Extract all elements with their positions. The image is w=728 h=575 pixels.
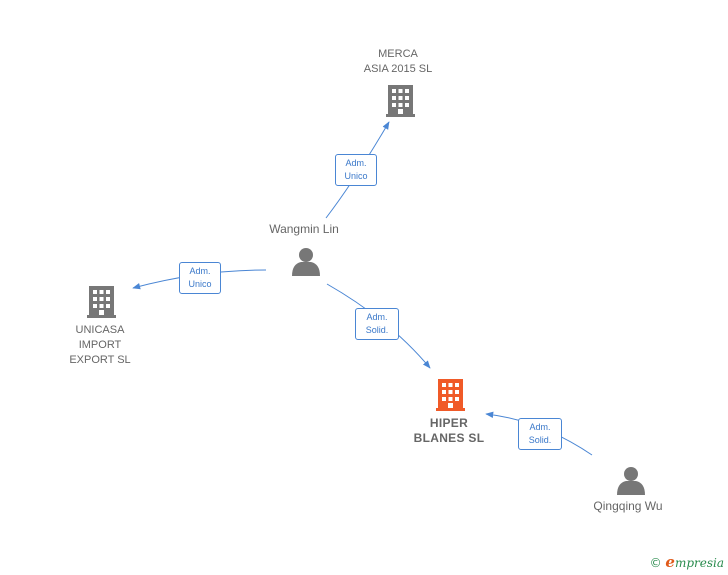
label-line: BLANES SL <box>413 431 485 445</box>
copyright-icon: © <box>649 556 662 570</box>
node-label-unicasa[interactable]: UNICASA IMPORT EXPORT SL <box>50 323 150 368</box>
label-line: IMPORT <box>78 339 122 351</box>
edge-label-wangmin-hiper[interactable]: Adm. Solid. <box>355 308 399 340</box>
edge-label-qingqing-hiper[interactable]: Adm. Solid. <box>518 418 562 450</box>
label-line: HIPER <box>429 416 469 430</box>
building-icon[interactable] <box>436 379 465 411</box>
building-icon[interactable] <box>386 85 415 117</box>
building-icon[interactable] <box>87 286 116 318</box>
edge-label-line: Adm. <box>529 422 551 432</box>
label-line: EXPORT SL <box>69 354 131 366</box>
label-line: Wangmin Lin <box>269 222 339 236</box>
label-line: Qingqing Wu <box>593 499 663 513</box>
person-icon[interactable] <box>292 248 320 276</box>
label-line: MERCA <box>378 48 418 60</box>
node-label-merca[interactable]: MERCA ASIA 2015 SL <box>348 47 448 77</box>
edge-label-wangmin-unicasa[interactable]: Adm. Unico <box>179 262 221 294</box>
brand-initial: e <box>665 553 675 571</box>
brand-footer[interactable]: © empresia <box>650 553 724 571</box>
person-icon[interactable] <box>617 467 645 495</box>
edge-label-line: Solid. <box>365 325 389 335</box>
label-line: UNICASA <box>75 324 125 336</box>
brand-name: mpresia <box>674 556 724 570</box>
node-label-qingqing[interactable]: Qingqing Wu <box>578 499 678 514</box>
edge-label-line: Solid. <box>528 435 552 445</box>
edge-label-line: Unico <box>188 279 212 289</box>
edge-label-line: Unico <box>344 171 368 181</box>
edge-label-line: Adm. <box>366 312 388 322</box>
edge-label-line: Adm. <box>345 158 367 168</box>
edge-label-wangmin-merca[interactable]: Adm. Unico <box>335 154 377 186</box>
edge-label-line: Adm. <box>189 266 211 276</box>
label-line: ASIA 2015 SL <box>363 63 433 75</box>
node-label-wangmin[interactable]: Wangmin Lin <box>254 222 354 237</box>
node-label-hiper[interactable]: HIPER BLANES SL <box>399 416 499 446</box>
